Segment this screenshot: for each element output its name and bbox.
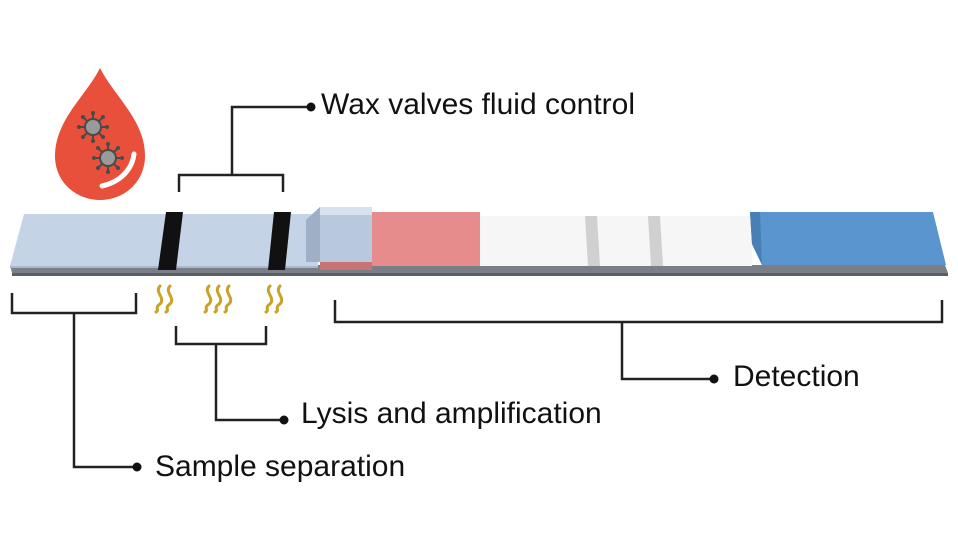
detection-pointer-dot — [709, 374, 719, 384]
detection-bracket — [333, 300, 944, 381]
detection-label: Detection — [733, 360, 860, 393]
wax-valve — [158, 212, 183, 270]
detection-membrane — [480, 216, 752, 266]
virus-icon — [92, 142, 124, 174]
test-line — [585, 216, 600, 266]
lysis-bracket — [174, 326, 283, 422]
sample-separation-label: Sample separation — [155, 450, 406, 483]
heat-waves-icon — [154, 284, 284, 314]
sample-separation-bracket — [10, 293, 138, 469]
wax-valves-label: Wax valves fluid control — [321, 88, 636, 121]
virus-icon — [77, 111, 109, 143]
lysis-label: Lysis and amplification — [301, 397, 602, 430]
overlap-block — [306, 207, 372, 262]
conjugate-pad — [372, 212, 480, 266]
lysis-pointer-dot — [279, 415, 289, 425]
control-line — [648, 216, 663, 266]
absorbent-pad — [750, 212, 946, 265]
wax-valves-bracket — [177, 105, 310, 192]
test-strip — [10, 207, 948, 276]
blood-drop-with-virus-icon — [55, 68, 145, 200]
wax-valve — [268, 212, 291, 270]
wax-valves-pointer-dot — [306, 102, 316, 112]
sample-separation-pointer-dot — [132, 462, 142, 472]
